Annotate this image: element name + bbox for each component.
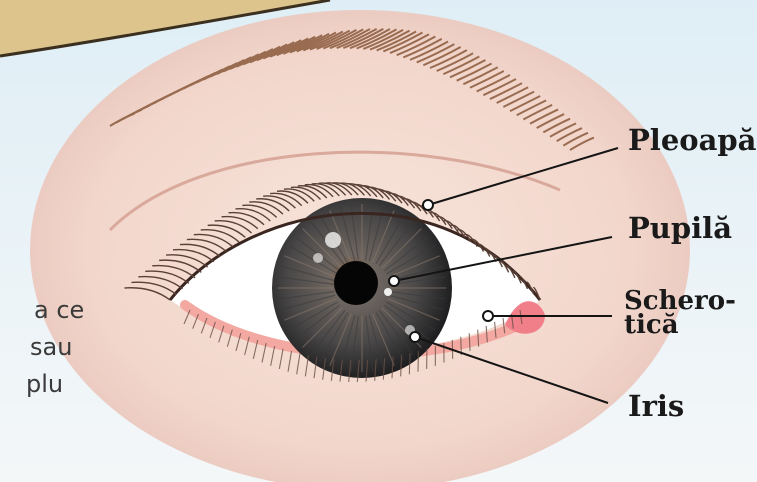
page-text-fragment: a ce sau plu — [0, 292, 84, 403]
dot-sclera — [483, 311, 493, 321]
pupil-highlight — [384, 288, 392, 296]
dot-iris — [410, 332, 420, 342]
label-pupil: Pupilă — [628, 214, 732, 243]
lower-eyelash — [469, 333, 470, 351]
lower-eyelash — [409, 353, 410, 374]
dot-pupil — [389, 276, 399, 286]
label-iris: Iris — [628, 392, 684, 421]
page-text-line: plu — [0, 366, 84, 403]
page-text-line: sau — [0, 329, 84, 366]
pupil — [334, 261, 378, 305]
dot-eyelid — [423, 200, 433, 210]
label-sclera-line2: tică — [624, 314, 736, 338]
iris-highlight — [325, 232, 341, 248]
label-eyelid: Pleoapă — [628, 126, 756, 155]
label-sclera: Schero- tică — [624, 290, 736, 338]
page-text-line: a ce — [0, 292, 84, 329]
iris-highlight — [313, 253, 323, 263]
